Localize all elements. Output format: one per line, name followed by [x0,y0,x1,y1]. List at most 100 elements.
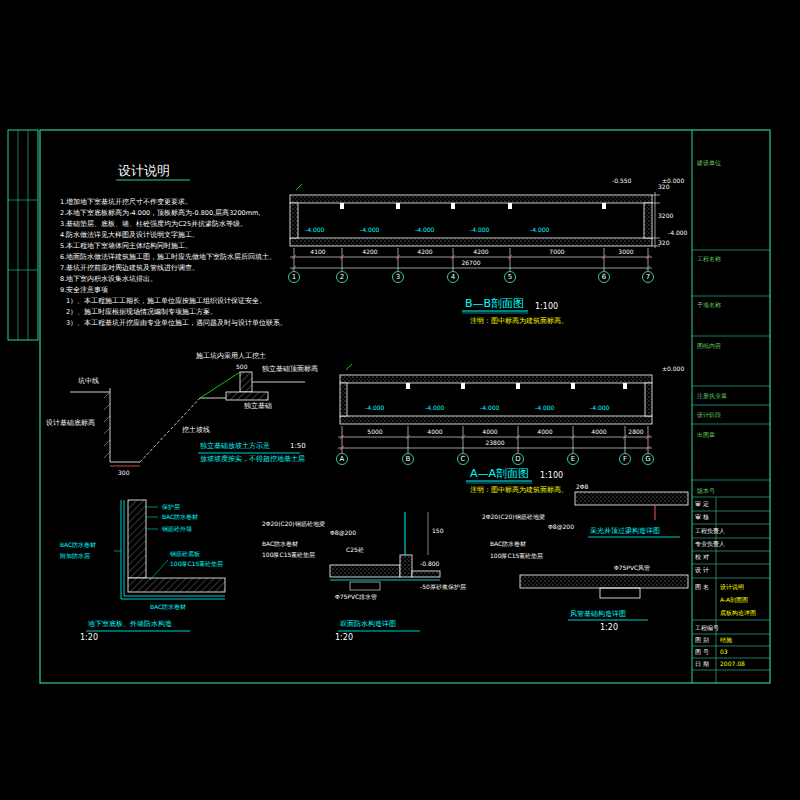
annotation-text: 1:50 [290,443,306,450]
annotation-text: Φ8@200 [548,524,574,530]
annotation-text: 1）、本工程施工工期长，施工单位应按施工组织设计保证安全。 [66,298,266,305]
axis-bubble: A [336,453,348,465]
annotation-text: 7.基坑开挖前应对周边建筑及管线进行调查。 [60,265,199,272]
annotation-text: 1:20 [600,624,618,632]
annotation-text: BAC防水卷材 [60,542,96,548]
annotation-text: 03 [720,649,728,655]
axis-number: 1 [292,274,296,281]
annotation-text: 工程负责人 [695,528,725,534]
annotation-text: 1:20 [80,634,98,642]
annotation-text: 注明：图中标高为建筑面标高。 [470,487,568,494]
axis-number: E [571,456,575,463]
annotation-text: BAC防水卷材 [150,604,186,610]
annotation-text: 3.基础垫层、底板、墙、柱砼强度均为C25并抗渗防水等级。 [60,221,247,228]
axis-number: D [515,456,520,463]
annotation-text: 320 [658,240,669,246]
annotation-text: 1:100 [535,303,558,311]
annotation-text: -0.550 [612,178,631,184]
axis-number: 5 [508,274,512,281]
annotation-text: -4.000 [668,230,687,236]
annotation-text: 子项名称 [697,302,721,308]
annotation-text: -4.000 [535,405,554,411]
annotation-text: 1:20 [335,634,353,642]
annotation-text: 设 计 [695,567,709,573]
annotation-text: 5000 [367,429,382,435]
annotation-text: 320 [658,184,669,190]
annotation-text: 专业负责人 [695,541,725,547]
annotation-text: 23800 [485,440,504,446]
axis-number: 7 [646,274,650,281]
annotation-text: 审 核 [695,514,709,520]
annotation-text: 钢筋砼底板 [170,551,200,557]
annotation-text: 附加防水层 [60,553,90,559]
annotation-text: 日 期 [695,661,709,667]
annotation-text: 图 名 [695,584,709,590]
axis-bubble: F [619,453,631,465]
annotation-text: 双面防水构造详图 [340,621,396,628]
axis-number: A [340,456,345,463]
annotation-text: 100厚C15素砼垫层 [262,552,315,558]
axis-bubble: 3 [392,271,404,283]
axis-number: 3 [396,274,400,281]
axis-bubble: 5 [504,271,516,283]
annotation-text: 设计说明 [720,584,744,590]
annotation-text: 版本号 [697,488,715,494]
annotation-text: 4000 [427,429,442,435]
annotation-text: 地下室底板、外墙防水构造 [88,621,172,628]
annotation-text: -4.000 [305,227,324,233]
annotation-text: 采光井顶过梁构造详图 [590,528,660,535]
annotation-text: 5.本工程地下室墙体同主体结构同时施工。 [60,243,192,250]
annotation-text: 审 定 [695,501,709,507]
annotation-text: 3）、本工程基坑开挖应由专业单位施工，遇问题及时与设计单位联系。 [66,320,287,327]
annotation-text: -4.000 [590,405,609,411]
annotation-text: A—A剖面图 [470,468,529,479]
annotation-text: 2Φ20(C20)钢筋砼地梁 [262,521,325,527]
annotation-text: 8.地下室内积水设集水坑排出。 [60,276,157,283]
annotation-text: ±0.000 [662,366,684,372]
drawing-title: 设计说明 [118,164,170,177]
annotation-text: 工程名称 [697,256,721,262]
annotation-text: 4.防水做法详见大样图及设计说明文字施工。 [60,232,199,239]
axis-bubble: B [402,453,414,465]
annotation-text: 工程编号 [695,625,719,631]
axis-bubble: D [512,453,524,465]
axis-bubble: 7 [642,271,654,283]
annotation-text: 设计阶段 [697,412,721,418]
annotation-text: A-A剖面图 [720,597,748,603]
annotation-text: -4.000 [530,227,549,233]
annotation-text: -50厚砂浆保护层 [420,584,466,590]
annotation-text: -4.000 [415,227,434,233]
annotation-text: BAC防水卷材 [262,541,298,547]
annotation-text: 注册执业章 [697,393,727,399]
annotation-text: 设计基础底标高 [46,420,95,427]
annotation-text: 独立基础 [244,403,272,410]
annotation-text: 4200 [362,249,377,255]
axis-bubble: 6 [598,271,610,283]
annotation-text: 2Φ20(C20)钢筋砼地梁 [482,514,545,520]
annotation-text: 校 对 [695,554,709,560]
annotation-text: 4200 [417,249,432,255]
annotation-text: 图纸内容 [697,343,721,349]
annotation-text: 7000 [549,249,564,255]
annotation-text: 4000 [537,429,552,435]
annotation-text: 坑中线 [78,378,99,385]
annotation-text: 1.增加地下室基坑开挖尺寸不作变更要求。 [60,199,192,206]
annotation-text: 2.本地下室底板标高为-4.000，顶板标高为-0.800,层高3200mm。 [60,210,265,217]
annotation-text: 图 别 [695,637,709,643]
annotation-text: 钢筋砼外墙 [162,526,192,532]
axis-bubble: 1 [288,271,300,283]
axis-bubble: E [567,453,579,465]
annotation-text: 3200 [658,213,673,219]
annotation-text: -4.000 [365,405,384,411]
annotation-text: 300 [118,470,129,476]
annotation-text: 500 [236,364,247,370]
annotation-text: Φ75PVC风管 [614,565,650,571]
annotation-text: 1:100 [540,472,563,480]
annotation-text: 施工坑内采用人工挖土 [196,353,266,360]
axis-number: B [406,456,411,463]
axis-bubble: 4 [447,271,459,283]
annotation-text: 6.地面防水做法详建筑施工图，施工时应先做地下室防水层后回填土。 [60,254,276,261]
annotation-text: Φ75PVC排水管 [335,594,377,600]
annotation-text: 2800 [628,429,643,435]
axis-number: 6 [602,274,606,281]
